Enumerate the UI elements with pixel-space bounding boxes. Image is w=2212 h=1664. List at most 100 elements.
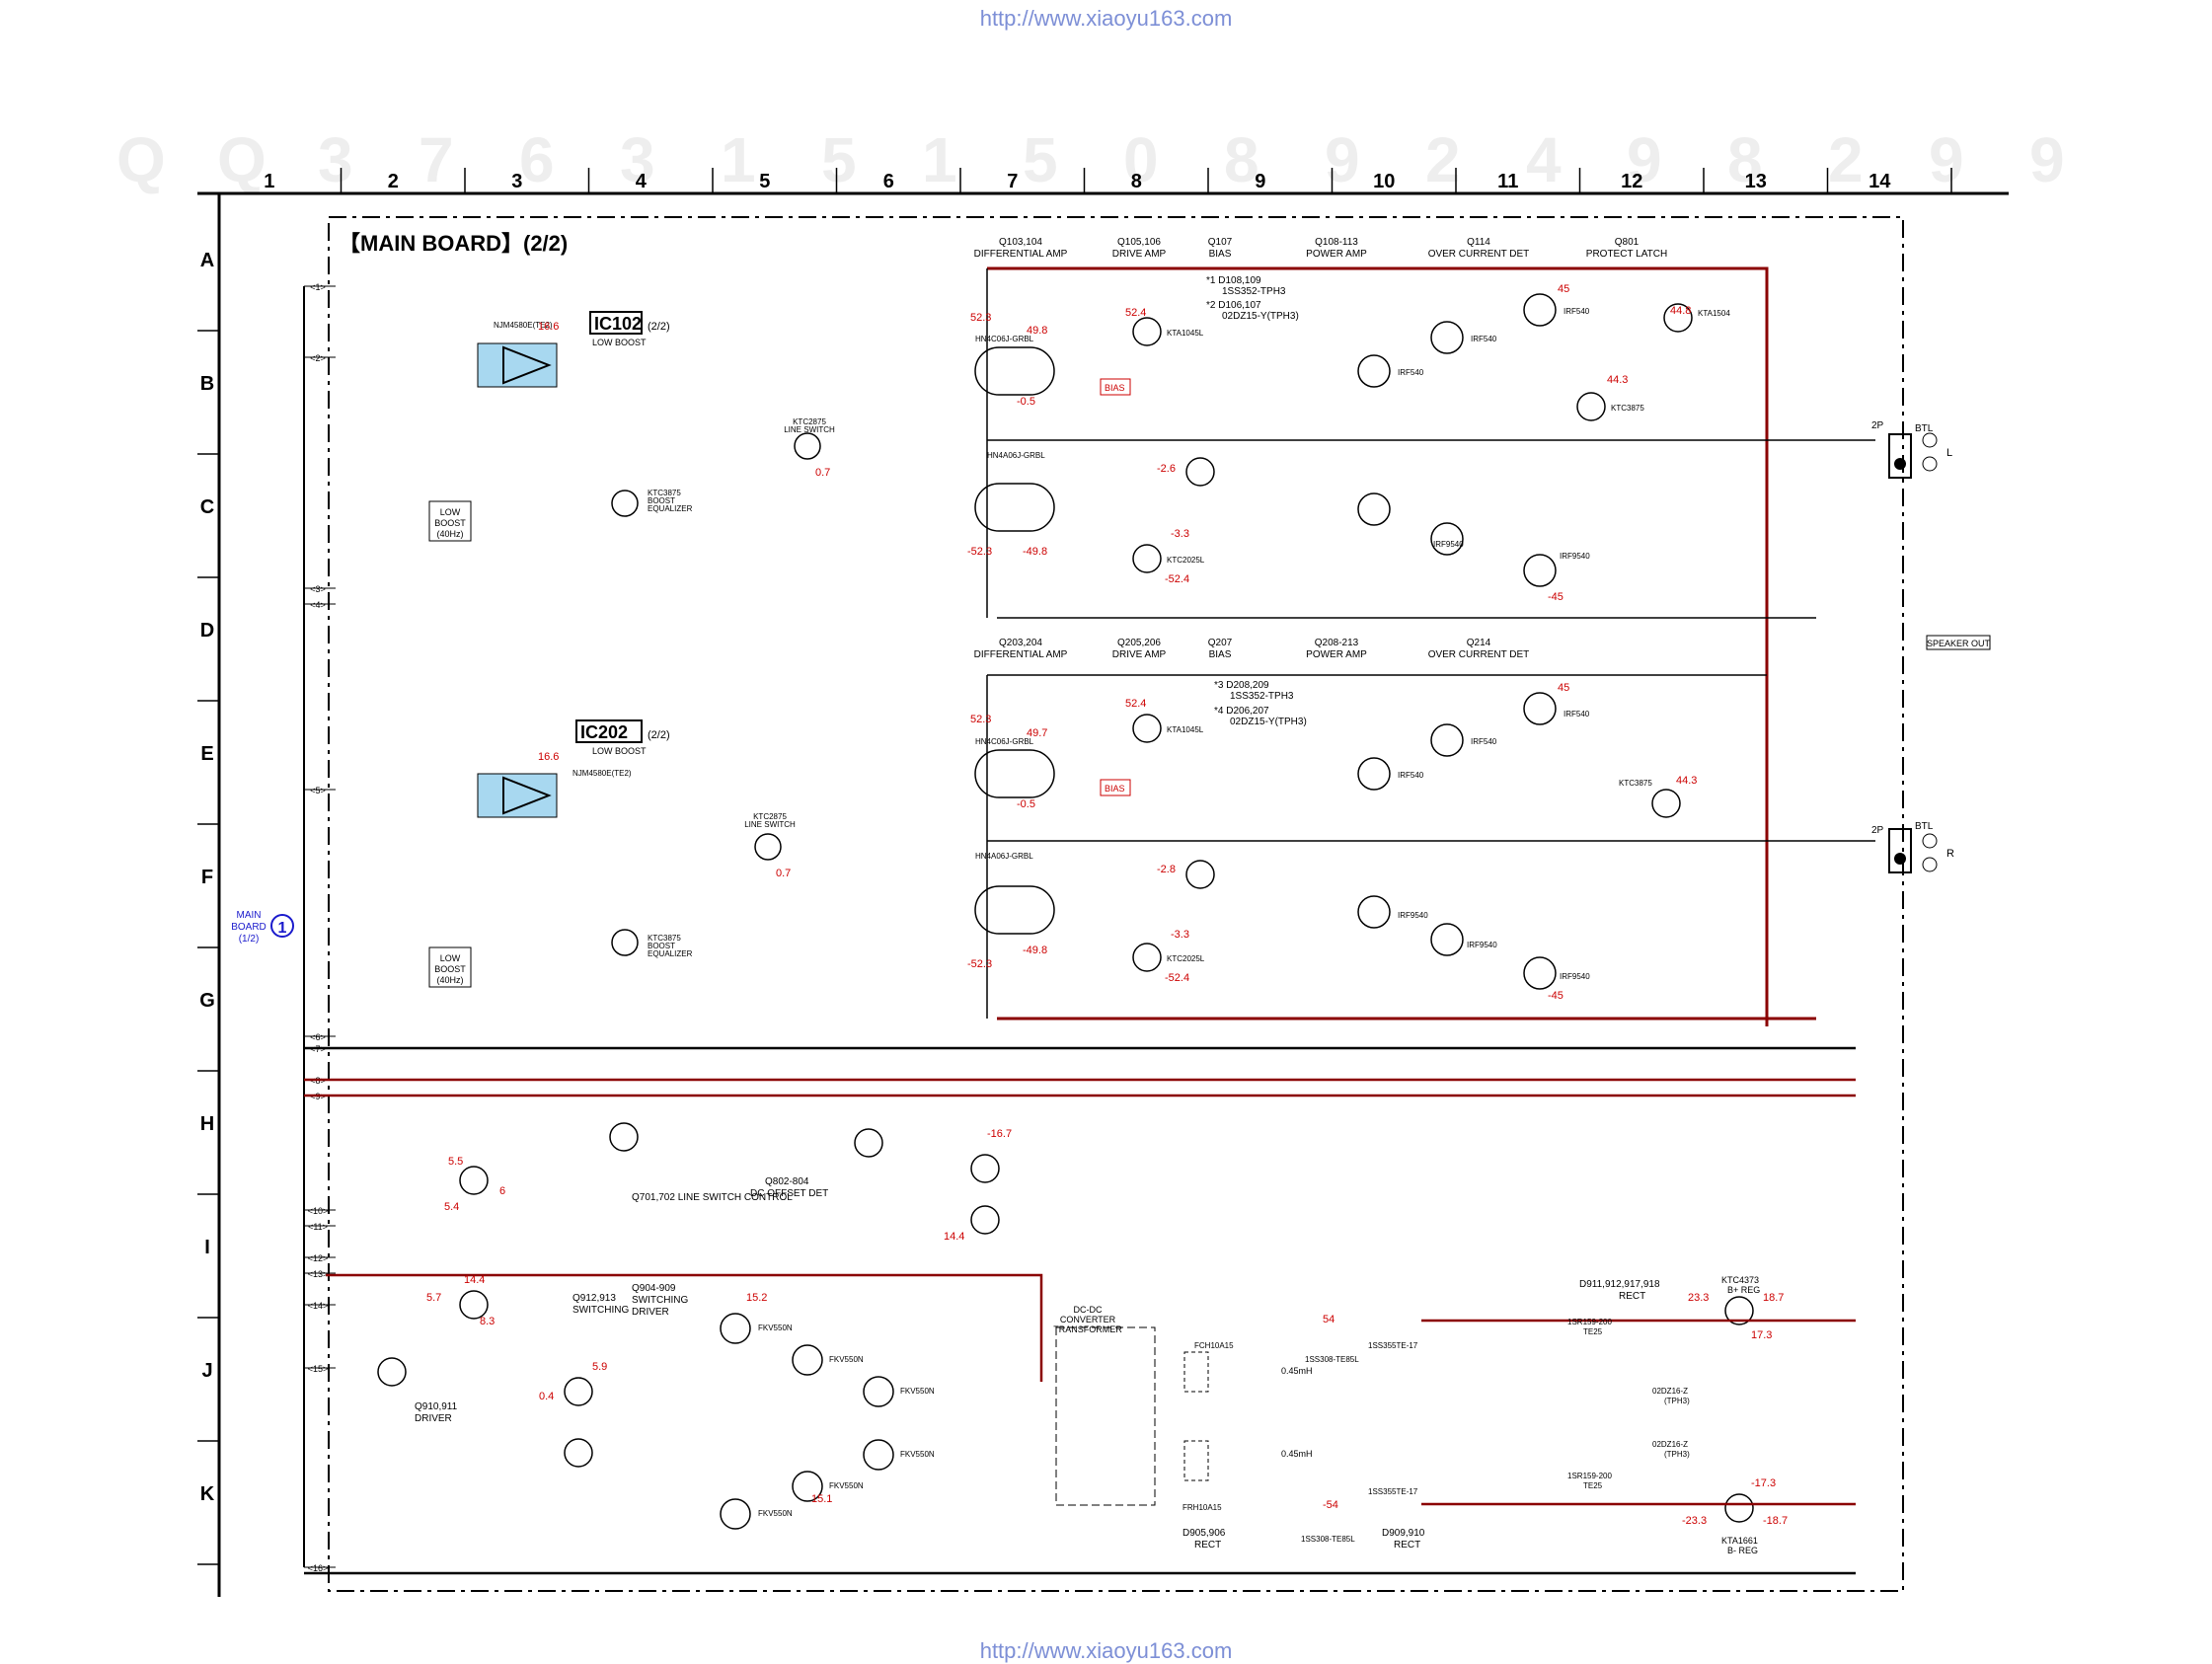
q802-transistor: [854, 1128, 883, 1158]
low-boost-switch-2[interactable]: LOW BOOST (40Hz): [428, 946, 472, 988]
footer-url[interactable]: http://www.xiaoyu163.com: [979, 1638, 1233, 1663]
sw-driver-3: DRIVER: [632, 1307, 669, 1318]
stage-fn: POWER AMP: [1306, 249, 1367, 260]
v-173: 17.3: [1751, 1329, 1772, 1341]
ch2-ocd-part: KTC3875: [1619, 779, 1652, 788]
fet-4: [863, 1439, 894, 1471]
ch1-v-neg-45: -45: [1548, 591, 1564, 603]
ch2-drive-pos-part: KTA1045L: [1167, 725, 1204, 734]
v-83: 8.3: [480, 1316, 495, 1327]
diode-1ss355-2: 1SS355TE-17: [1368, 1487, 1418, 1496]
low-boost-1-line2: BOOST: [434, 518, 466, 528]
column-label: 12: [1621, 171, 1642, 192]
column-label: 3: [511, 171, 522, 192]
ic102-ref-box: [589, 311, 643, 335]
ch2-diff-pos-part: HN4C06J-GRBL: [975, 737, 1034, 746]
connector-pin: <3>: [310, 584, 326, 594]
ch1-drive-pos-part: KTA1045L: [1167, 329, 1204, 338]
q803-transistor: [970, 1154, 1000, 1183]
boost-eq-2-part: KTC3875: [648, 934, 681, 943]
ch2-ocd-transistor: [1651, 789, 1681, 818]
transformer-box: [1055, 1326, 1156, 1506]
ch2-v-drive: 52.4: [1125, 698, 1146, 710]
column-label: 10: [1373, 171, 1395, 192]
low-boost-1-line3: (40Hz): [436, 529, 463, 539]
column-label: 7: [1007, 171, 1018, 192]
ic202-block: IC202 (2/2) LOW BOOST NJM4580E(TE2) 16.6: [477, 719, 670, 818]
fet-2: [792, 1344, 823, 1376]
row-label: C: [200, 496, 214, 518]
watermark-char: 3: [318, 124, 353, 195]
watermark-char: 1: [721, 124, 756, 195]
column-label: 13: [1745, 171, 1767, 192]
stage-fn: POWER AMP: [1306, 649, 1367, 660]
low-boost-switch-1[interactable]: LOW BOOST (40Hz): [428, 500, 472, 542]
left-connectors: <1><2><3><4><5><6><7><8><9><10><11><12><…: [304, 282, 336, 1573]
line-switch-2: KTC2875 LINE SWITCH 0.7: [744, 812, 796, 879]
row-label: E: [200, 743, 213, 765]
ic202-body: [477, 773, 558, 818]
switching-2: SWITCHING: [572, 1305, 629, 1316]
connector-pin: <14>: [308, 1301, 329, 1311]
fet-1-part: FKV550N: [758, 1324, 793, 1332]
q910-transistor: [377, 1357, 407, 1387]
connector-l-pin: [1894, 458, 1906, 470]
line-switch-2-part: KTC2875: [753, 812, 787, 821]
watermark-char: 9: [1627, 124, 1662, 195]
rect-918-2: RECT: [1619, 1291, 1645, 1302]
q701-v3: 5.4: [444, 1201, 459, 1213]
ch2-power-pos-2: [1430, 723, 1464, 757]
diode-note-ch2-3: *4 D206,207: [1214, 706, 1269, 717]
stage-refs: Q208-213: [1315, 638, 1359, 648]
v-187: 18.7: [1763, 1292, 1784, 1304]
btl-plus-2: [1922, 857, 1938, 872]
ch2-v-45: 45: [1558, 682, 1569, 694]
q702-transistor: [609, 1122, 639, 1152]
column-label: 2: [388, 171, 399, 192]
ic102-ref: IC102: [594, 314, 642, 334]
ch1-v-523: 52.3: [970, 312, 991, 324]
q905-transistor: [564, 1438, 593, 1468]
main-board-ref[interactable]: MAIN BOARD (1/2) 1: [231, 910, 294, 945]
boost-eq-2-fn2: EQUALIZER: [648, 949, 693, 958]
connector-pin: <16>: [308, 1563, 329, 1573]
zener-1: 02DZ16-Z: [1652, 1387, 1688, 1396]
row-label: F: [201, 867, 213, 888]
two-p-2: 2P: [1871, 825, 1884, 836]
row-label: D: [200, 620, 214, 642]
boost-eq-1-fn2: EQUALIZER: [648, 504, 693, 513]
ch1-power-neg-3: [1523, 554, 1557, 587]
stage-refs: Q108-113: [1315, 237, 1358, 248]
stage-fn: DRIVE AMP: [1112, 649, 1167, 660]
stage-fn: BIAS: [1209, 649, 1232, 660]
main-board-ref-circle: [270, 914, 294, 938]
rect-diode-pos: [1183, 1351, 1209, 1393]
btl-2: BTL: [1915, 821, 1934, 832]
q701-transistor: [459, 1166, 489, 1195]
watermark-char: 6: [519, 124, 555, 195]
ch1-part-labels: HN4C06J-GRBL HN4A06J-GRBL KTA1045L KTC20…: [967, 283, 1730, 603]
watermark-char: 8: [1224, 124, 1259, 195]
ic202-suffix: (2/2): [648, 729, 670, 741]
stage-refs: Q103,104: [999, 237, 1042, 248]
boost-eq-1: KTC3875 BOOST EQUALIZER: [611, 489, 693, 517]
column-label: 11: [1497, 171, 1518, 192]
ch2-bias-box: [1100, 779, 1131, 796]
ch2-v-33: -3.3: [1171, 929, 1189, 941]
column-label: 6: [883, 171, 894, 192]
ch1-bias-label: BIAS: [1105, 383, 1125, 393]
stage-refs: Q107: [1208, 237, 1233, 248]
low-boost-switch-2-box: [428, 946, 472, 988]
v-04: 0.4: [539, 1391, 554, 1402]
dc-offset-2: DC OFFSET DET: [750, 1188, 828, 1199]
boost-eq-1-transistor: [611, 490, 639, 517]
dc-offset-1: Q802-804: [765, 1176, 809, 1187]
ch1-diff-neg-part: HN4A06J-GRBL: [987, 451, 1045, 460]
diode-note-ch2-1: *3 D208,209: [1214, 680, 1269, 691]
line-switch-control: Q701,702 LINE SWITCH CONTROL: [632, 1192, 793, 1203]
header-url[interactable]: http://www.xiaoyu163.com: [979, 6, 1233, 31]
boost-eq-2: KTC3875 BOOST EQUALIZER: [611, 929, 693, 958]
watermark-char: 5: [821, 124, 857, 195]
diode-frh: FRH10A15: [1182, 1503, 1222, 1512]
ch2-power-pos-part-1: IRF540: [1398, 771, 1424, 780]
